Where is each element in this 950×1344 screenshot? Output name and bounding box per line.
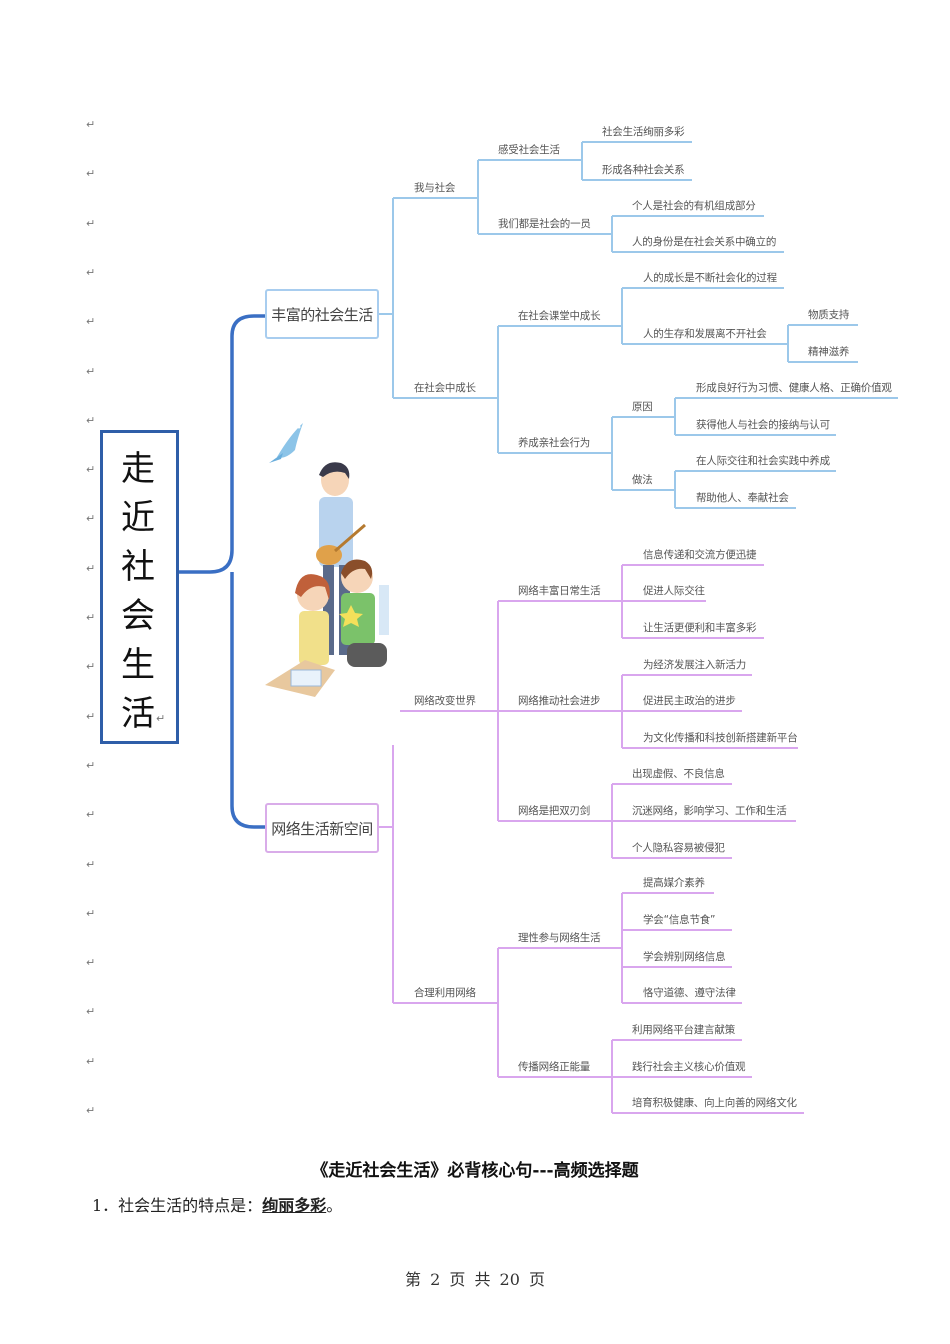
blue-node: 人的生存和发展离不开社会 <box>643 328 767 340</box>
blue-node: 精神滋养 <box>808 346 850 358</box>
children-illustration <box>265 423 389 697</box>
paragraph-mark: ↵ <box>86 265 96 279</box>
answer-text: 绚丽多彩 <box>262 1196 327 1215</box>
purple-node: 个人隐私容易被侵犯 <box>632 842 725 854</box>
blue-node: 感受社会生活 <box>498 144 560 156</box>
main-connector <box>178 314 265 829</box>
branch-online-life-space: 网络生活新空间 <box>265 803 379 853</box>
paragraph-mark: ↵ <box>86 857 96 871</box>
blue-node: 社会生活绚丽多彩 <box>602 126 685 138</box>
paragraph-mark: ↵ <box>86 1005 96 1019</box>
purple-node: 沉迷网络，影响学习、工作和生活 <box>632 805 787 817</box>
purple-node: 为文化传播和科技创新搭建新平台 <box>643 732 798 744</box>
blue-node: 在人际交往和社会实践中养成 <box>696 455 830 467</box>
paragraph-mark: ↵ <box>86 216 96 230</box>
purple-node: 学会辨别网络信息 <box>643 951 726 963</box>
paragraph-mark: ↵ <box>86 512 96 526</box>
purple-node: 让生活更便利和丰富多彩 <box>643 622 757 634</box>
blue-node: 我们都是社会的一员 <box>498 218 591 230</box>
boy-sitting <box>339 559 389 667</box>
blue-node: 人的成长是不断社会化的过程 <box>643 272 777 284</box>
purple-node: 培育积极健康、向上向善的网络文化 <box>632 1097 797 1109</box>
purple-node: 网络丰富日常生活 <box>518 585 601 597</box>
blue-node: 在社会课堂中成长 <box>518 310 601 322</box>
blue-node: 在社会中成长 <box>414 382 476 394</box>
blue-node: 做法 <box>632 474 653 486</box>
paragraph-mark: ↵ <box>86 364 96 378</box>
section-heading: 《走近社会生活》必背核心句---高频选择题 <box>311 1161 639 1181</box>
question-text: 1．社会生活的特点是： <box>92 1196 263 1215</box>
purple-node: 理性参与网络生活 <box>518 932 601 944</box>
paragraph-mark: ↵ <box>86 1054 96 1068</box>
question-1: 1．社会生活的特点是：绚丽多彩。 <box>92 1192 342 1216</box>
blue-node: 养成亲社会行为 <box>518 437 591 449</box>
mindmap-root: 走近社会生活 <box>100 430 179 744</box>
root-title: 走近社会生活 <box>121 449 155 734</box>
blue-node: 我与社会 <box>414 182 456 194</box>
paragraph-mark: ↵ <box>86 808 96 822</box>
purple-node: 合理利用网络 <box>414 987 476 999</box>
question-suffix: 。 <box>326 1196 343 1215</box>
page-footer: 第 2 页 共 20 页 <box>405 1270 545 1289</box>
purple-node: 传播网络正能量 <box>518 1061 591 1073</box>
purple-node: 提高媒介素养 <box>643 877 705 889</box>
paragraph-mark: ↵ <box>86 1104 96 1117</box>
paragraph-mark: ↵ <box>86 709 96 723</box>
purple-node: 学会“信息节食” <box>643 914 716 926</box>
purple-node: 促进人际交往 <box>643 585 705 597</box>
paragraph-mark: ↵ <box>86 463 96 477</box>
purple-node: 出现虚假、不良信息 <box>632 768 725 780</box>
purple-node: 信息传递和交流方便迅捷 <box>643 549 757 561</box>
paragraph-mark: ↵ <box>86 118 96 131</box>
paragraph-mark: ↵ <box>86 660 96 674</box>
blue-node: 原因 <box>632 401 653 413</box>
purple-node: 利用网络平台建言献策 <box>632 1024 735 1036</box>
purple-node: 促进民主政治的进步 <box>643 695 736 707</box>
purple-node: 网络改变世界 <box>414 695 476 707</box>
purple-node: 网络是把双刃剑 <box>518 805 591 817</box>
bird-icon <box>269 423 303 463</box>
purple-node: 践行社会主义核心价值观 <box>632 1061 746 1073</box>
paragraph-mark: ↵ <box>86 561 96 575</box>
purple-node: 网络推动社会进步 <box>518 695 601 707</box>
blue-node: 帮助他人、奉献社会 <box>696 492 789 504</box>
paragraph-mark: ↵ <box>86 906 96 920</box>
paragraph-mark: ↵ <box>86 413 96 427</box>
paragraph-mark: ↵ <box>156 712 166 725</box>
girl <box>265 574 335 697</box>
blue-node: 获得他人与社会的接纳与认可 <box>696 419 830 431</box>
paragraph-mark: ↵ <box>86 167 96 181</box>
purple-node: 恪守道德、遵守法律 <box>643 987 736 999</box>
blue-node: 物质支持 <box>808 309 850 321</box>
paragraph-mark: ↵ <box>86 758 96 772</box>
branch-rich-social-life: 丰富的社会生活 <box>265 289 379 339</box>
paragraph-mark: ↵ <box>86 315 96 329</box>
purple-node: 为经济发展注入新活力 <box>643 659 746 671</box>
paragraph-mark: ↵ <box>86 611 96 624</box>
blue-node: 个人是社会的有机组成部分 <box>632 200 756 212</box>
paragraph-mark: ↵ <box>86 956 96 970</box>
blue-node: 形成各种社会关系 <box>602 164 685 176</box>
blue-node: 人的身份是在社会关系中确立的 <box>632 236 777 248</box>
blue-node: 形成良好行为习惯、健康人格、正确价值观 <box>696 382 892 394</box>
